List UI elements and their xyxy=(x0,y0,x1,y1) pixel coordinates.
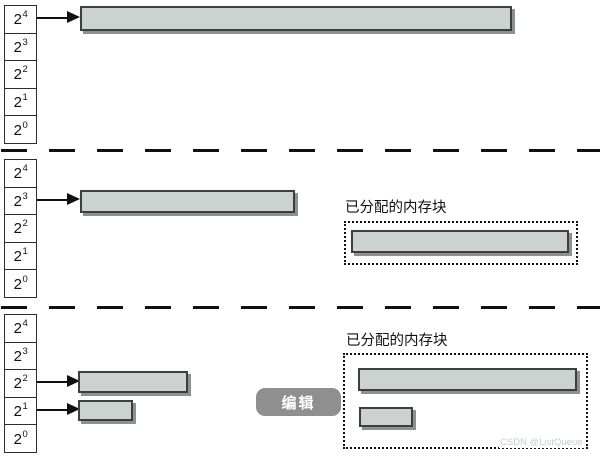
watermark: CSDN @ListQueue xyxy=(499,437,584,448)
power-base: 2 xyxy=(13,275,23,293)
power-label: 21 xyxy=(13,92,28,112)
free-list-cell-2e2: 22 xyxy=(5,215,36,243)
power-base: 2 xyxy=(13,192,23,210)
allocated-block-order3 xyxy=(358,368,577,391)
free-list-cell-2e0: 20 xyxy=(5,425,36,452)
power-label: 21 xyxy=(13,246,28,266)
free-list-cell-2e0: 20 xyxy=(5,270,36,297)
allocated-region-label: 已分配的内存块 xyxy=(346,333,448,349)
allocated-block-order1 xyxy=(359,407,413,427)
power-label: 21 xyxy=(13,401,28,421)
power-base: 2 xyxy=(13,375,23,393)
free-list-cell-2e1: 21 xyxy=(5,398,36,426)
power-label: 22 xyxy=(13,373,28,393)
free-list-cell-2e1: 21 xyxy=(5,243,36,271)
edit-button[interactable]: 编辑 xyxy=(256,388,341,416)
power-label: 23 xyxy=(13,36,28,56)
power-exponent: 4 xyxy=(22,318,28,330)
free-list-column-2: 24 23 22 21 20 xyxy=(4,159,37,298)
power-base: 2 xyxy=(13,165,23,183)
power-label: 20 xyxy=(13,428,28,448)
power-exponent: 0 xyxy=(22,119,28,131)
free-list-cell-2e3: 23 xyxy=(5,188,36,216)
power-label: 24 xyxy=(13,318,28,338)
power-exponent: 4 xyxy=(22,163,28,175)
free-list-cell-2e0: 20 xyxy=(5,116,36,143)
free-block-order3 xyxy=(80,190,295,213)
allocated-region-label: 已分配的内存块 xyxy=(345,200,447,216)
free-block-order4 xyxy=(80,6,512,31)
power-base: 2 xyxy=(13,94,23,112)
power-base: 2 xyxy=(13,430,23,448)
pointer-arrow-2e4 xyxy=(37,11,80,23)
power-base: 2 xyxy=(13,248,23,266)
free-list-cell-2e3: 23 xyxy=(5,34,36,62)
power-label: 22 xyxy=(13,218,28,238)
pointer-arrow-2e3 xyxy=(37,193,80,205)
power-base: 2 xyxy=(13,11,23,29)
power-label: 22 xyxy=(13,64,28,84)
free-list-cell-2e2: 22 xyxy=(5,370,36,398)
free-list-cell-2e3: 23 xyxy=(5,343,36,371)
power-label: 24 xyxy=(13,9,28,29)
power-label: 23 xyxy=(13,190,28,210)
power-exponent: 0 xyxy=(22,428,28,440)
pointer-arrow-2e2 xyxy=(37,375,80,387)
power-exponent: 1 xyxy=(22,246,28,258)
power-exponent: 1 xyxy=(22,401,28,413)
power-base: 2 xyxy=(13,38,23,56)
power-exponent: 0 xyxy=(22,273,28,285)
free-list-cell-2e4: 24 xyxy=(5,315,36,343)
power-base: 2 xyxy=(13,66,23,84)
power-base: 2 xyxy=(13,403,23,421)
free-block-order2 xyxy=(78,371,188,393)
power-exponent: 4 xyxy=(22,9,28,21)
power-exponent: 2 xyxy=(22,373,28,385)
section-divider-2 xyxy=(1,306,600,309)
power-exponent: 3 xyxy=(22,190,28,202)
pointer-arrow-2e1 xyxy=(37,403,80,415)
allocated-block-order3 xyxy=(351,230,569,253)
free-list-cell-2e2: 22 xyxy=(5,61,36,89)
free-list-cell-2e1: 21 xyxy=(5,89,36,117)
power-label: 23 xyxy=(13,345,28,365)
power-exponent: 2 xyxy=(22,218,28,230)
free-list-column-3: 24 23 22 21 20 xyxy=(4,314,37,453)
free-list-cell-2e4: 24 xyxy=(5,6,36,34)
section-divider-1 xyxy=(1,149,600,152)
free-block-order1 xyxy=(78,400,133,421)
power-base: 2 xyxy=(13,220,23,238)
free-list-cell-2e4: 24 xyxy=(5,160,36,188)
power-exponent: 3 xyxy=(22,345,28,357)
power-label: 20 xyxy=(13,273,28,293)
power-exponent: 2 xyxy=(22,64,28,76)
power-base: 2 xyxy=(13,347,23,365)
power-base: 2 xyxy=(13,320,23,338)
power-label: 24 xyxy=(13,163,28,183)
free-list-column-1: 24 23 22 21 20 xyxy=(4,5,37,144)
power-base: 2 xyxy=(13,121,23,139)
power-label: 20 xyxy=(13,119,28,139)
power-exponent: 1 xyxy=(22,92,28,104)
power-exponent: 3 xyxy=(22,36,28,48)
